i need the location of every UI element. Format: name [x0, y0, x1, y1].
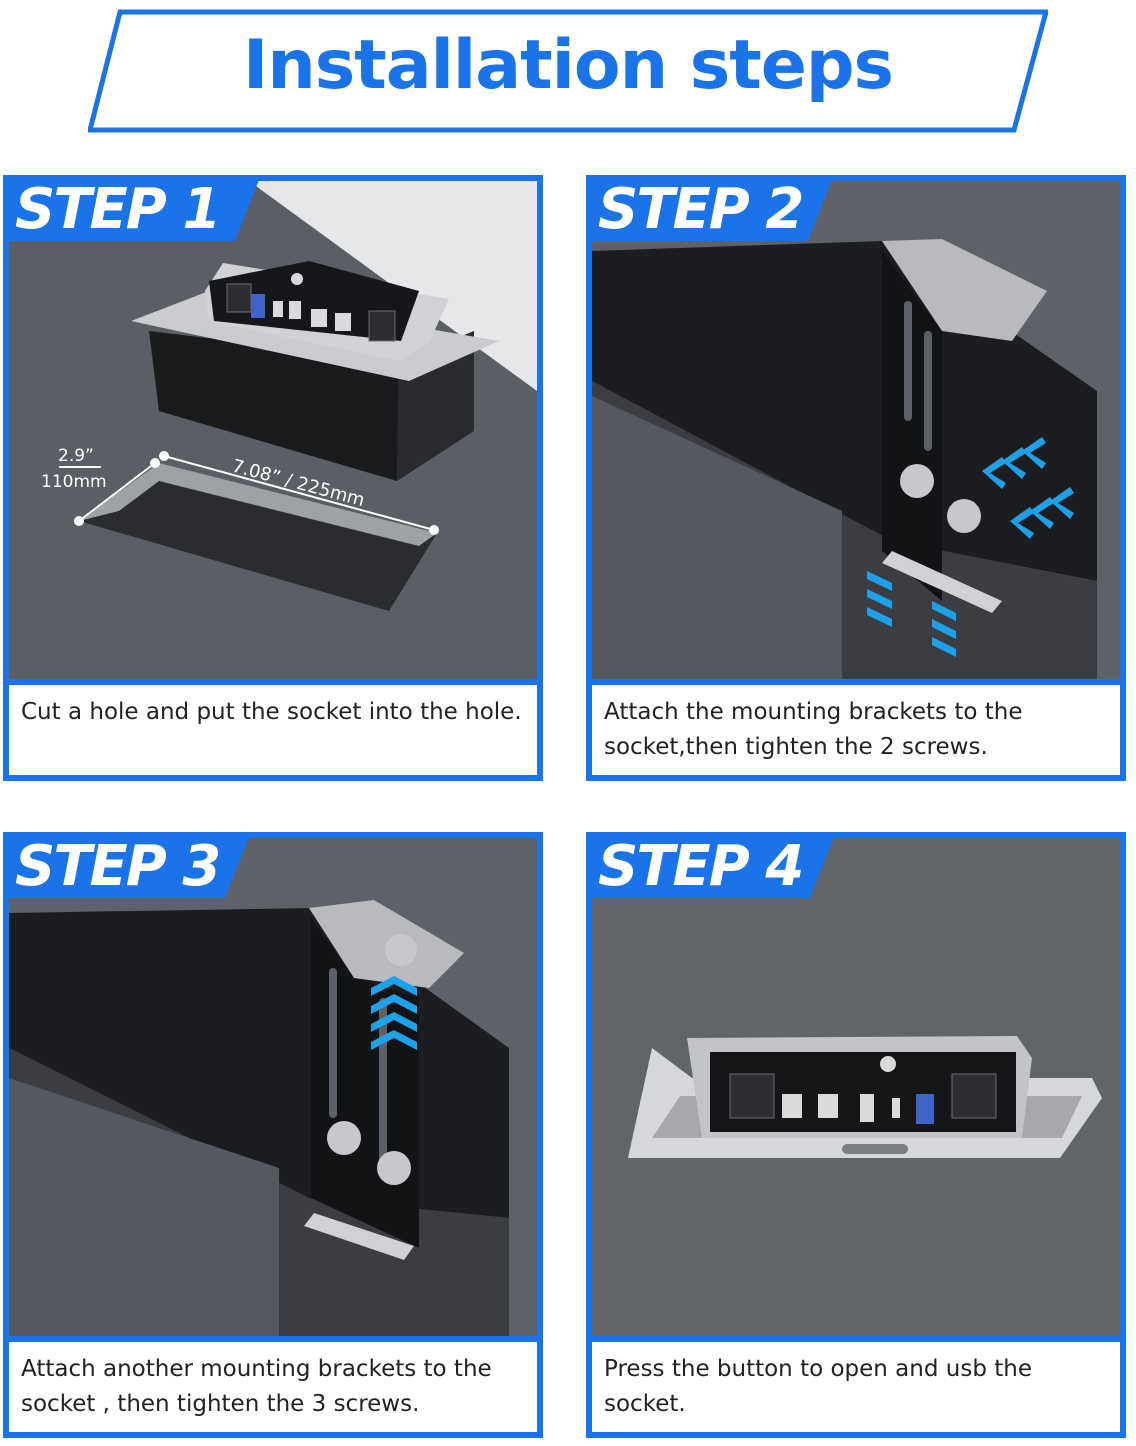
step-2-label: STEP 2 [598, 177, 804, 242]
page-title: Installation steps [243, 26, 894, 105]
title-banner: Installation steps [88, 8, 1048, 134]
step-4-label: STEP 4 [598, 834, 804, 899]
step-4-caption: Press the button to open and usb the soc… [592, 1342, 1120, 1432]
step-4-card: STEP 4 Press the button to open and usb … [586, 832, 1126, 1438]
step-3-card: STEP 3 Attach another mounting brackets … [3, 832, 543, 1438]
step-1-label: STEP 1 [15, 177, 221, 242]
depth-mm-label: 110mm [41, 472, 107, 492]
step-1-caption: Cut a hole and put the socket into the h… [9, 685, 537, 775]
step-3-caption: Attach another mounting brackets to the … [9, 1342, 537, 1432]
step-3-image [9, 838, 537, 1336]
title-frame-shape [88, 9, 1048, 133]
step-1-card: 2.9” 110mm 7.08” / 225mm STEP 1 Cut a ho… [3, 175, 543, 781]
step-2-card: STEP 2 Attach the mounting brackets to t… [586, 175, 1126, 781]
depth-inch-label: 2.9” [58, 446, 94, 466]
step-2-caption: Attach the mounting brackets to the sock… [592, 685, 1120, 775]
step-3-label: STEP 3 [15, 834, 221, 899]
step-1-image: 2.9” 110mm 7.08” / 225mm [9, 181, 537, 679]
step-2-image [592, 181, 1120, 679]
step-4-image [592, 838, 1120, 1336]
